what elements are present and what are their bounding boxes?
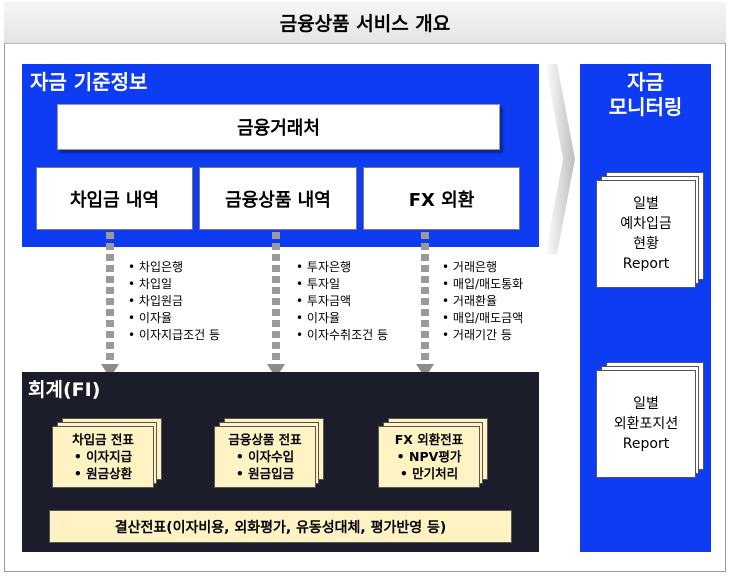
- borrowing-voucher: 차입금 전표 • 이자지급 • 원금상환: [52, 418, 163, 488]
- list-item: 이자수취조건 등: [296, 327, 388, 344]
- borrowing-detail-list: 차입은행 차입일 차입원금 이자율 이자지급조건 등: [128, 259, 220, 344]
- voucher-title: FX 외환전표: [394, 432, 464, 447]
- report-front-sheet: 일별 예차입금 현황 Report: [596, 180, 696, 288]
- report-line: Report: [622, 436, 670, 452]
- list-item: 이자율: [128, 310, 220, 327]
- report-front-sheet: 일별 외환포지션 Report: [596, 370, 696, 478]
- fx-voucher: FX 외환전표 • NPV평가 • 만기처리: [378, 418, 489, 488]
- financial-product-voucher: 금융상품 전표 • 이자수입 • 원금입금: [214, 418, 325, 488]
- fund-info-title: 자금 기준정보: [30, 70, 148, 94]
- voucher-item: • 이자수입: [235, 449, 295, 464]
- diagram-title: 금융상품 서비스 개요: [279, 13, 451, 35]
- list-item: 투자은행: [296, 259, 388, 276]
- list-item: 매입/매도금액: [442, 310, 523, 327]
- daily-borrowing-status-report: 일별 예차입금 현황 Report: [596, 172, 706, 288]
- list-item: 거래기간 등: [442, 327, 523, 344]
- report-line: 일별: [633, 396, 659, 412]
- investment-detail-list: 투자은행 투자일 투자금액 이자율 이자수취조건 등: [296, 259, 388, 344]
- voucher-title: 차입금 전표: [72, 432, 134, 447]
- accounting-title: 회계(FI): [28, 379, 101, 401]
- monitoring-panel: [580, 64, 711, 552]
- daily-fx-position-report: 일별 외환포지션 Report: [596, 362, 706, 478]
- monitoring-title: 자금 모니터링: [608, 70, 683, 119]
- voucher-item: • 원금입금: [235, 466, 295, 481]
- fx-category-box: FX 외환: [363, 167, 520, 230]
- report-line: 현황: [633, 236, 659, 252]
- voucher-item: • 만기처리: [399, 466, 459, 481]
- settlement-voucher-box: 결산전표(이자비용, 외화평가, 유동성대체, 평가반영 등): [49, 510, 512, 543]
- financial-partner-box: 금융거래처: [57, 104, 500, 150]
- investment-arrow-shaft: [272, 232, 280, 364]
- voucher-item: • 이자지급: [73, 449, 133, 464]
- voucher-front-sheet: FX 외환전표 • NPV평가 • 만기처리: [378, 426, 480, 488]
- list-item: 차입은행: [128, 259, 220, 276]
- diagram-header: 금융상품 서비스 개요: [4, 2, 726, 44]
- report-line: 예차입금: [620, 216, 672, 232]
- voucher-item: • NPV평가: [396, 449, 462, 464]
- list-item: 차입일: [128, 276, 220, 293]
- voucher-front-sheet: 차입금 전표 • 이자지급 • 원금상환: [52, 426, 154, 488]
- report-line: 외환포지션: [613, 416, 679, 432]
- report-line: Report: [622, 256, 670, 272]
- flow-chevron-icon: [545, 64, 575, 254]
- borrowing-category-box: 차입금 내역: [36, 167, 193, 230]
- list-item: 이자율: [296, 310, 388, 327]
- list-item: 투자일: [296, 276, 388, 293]
- voucher-item: • 원금상환: [73, 466, 133, 481]
- list-item: 이자지급조건 등: [128, 327, 220, 344]
- list-item: 거래환율: [442, 293, 523, 310]
- financial-product-category-box: 금융상품 내역: [199, 167, 357, 230]
- borrowing-arrow-shaft: [106, 232, 114, 364]
- fx-arrow-shaft: [421, 232, 429, 364]
- voucher-front-sheet: 금융상품 전표 • 이자수입 • 원금입금: [214, 426, 316, 488]
- list-item: 차입원금: [128, 293, 220, 310]
- list-item: 거래은행: [442, 259, 523, 276]
- fx-detail-list: 거래은행 매입/매도통화 거래환율 매입/매도금액 거래기간 등: [442, 259, 523, 344]
- list-item: 투자금액: [296, 293, 388, 310]
- voucher-title: 금융상품 전표: [228, 432, 302, 447]
- list-item: 매입/매도통화: [442, 276, 523, 293]
- report-line: 일별: [633, 196, 659, 212]
